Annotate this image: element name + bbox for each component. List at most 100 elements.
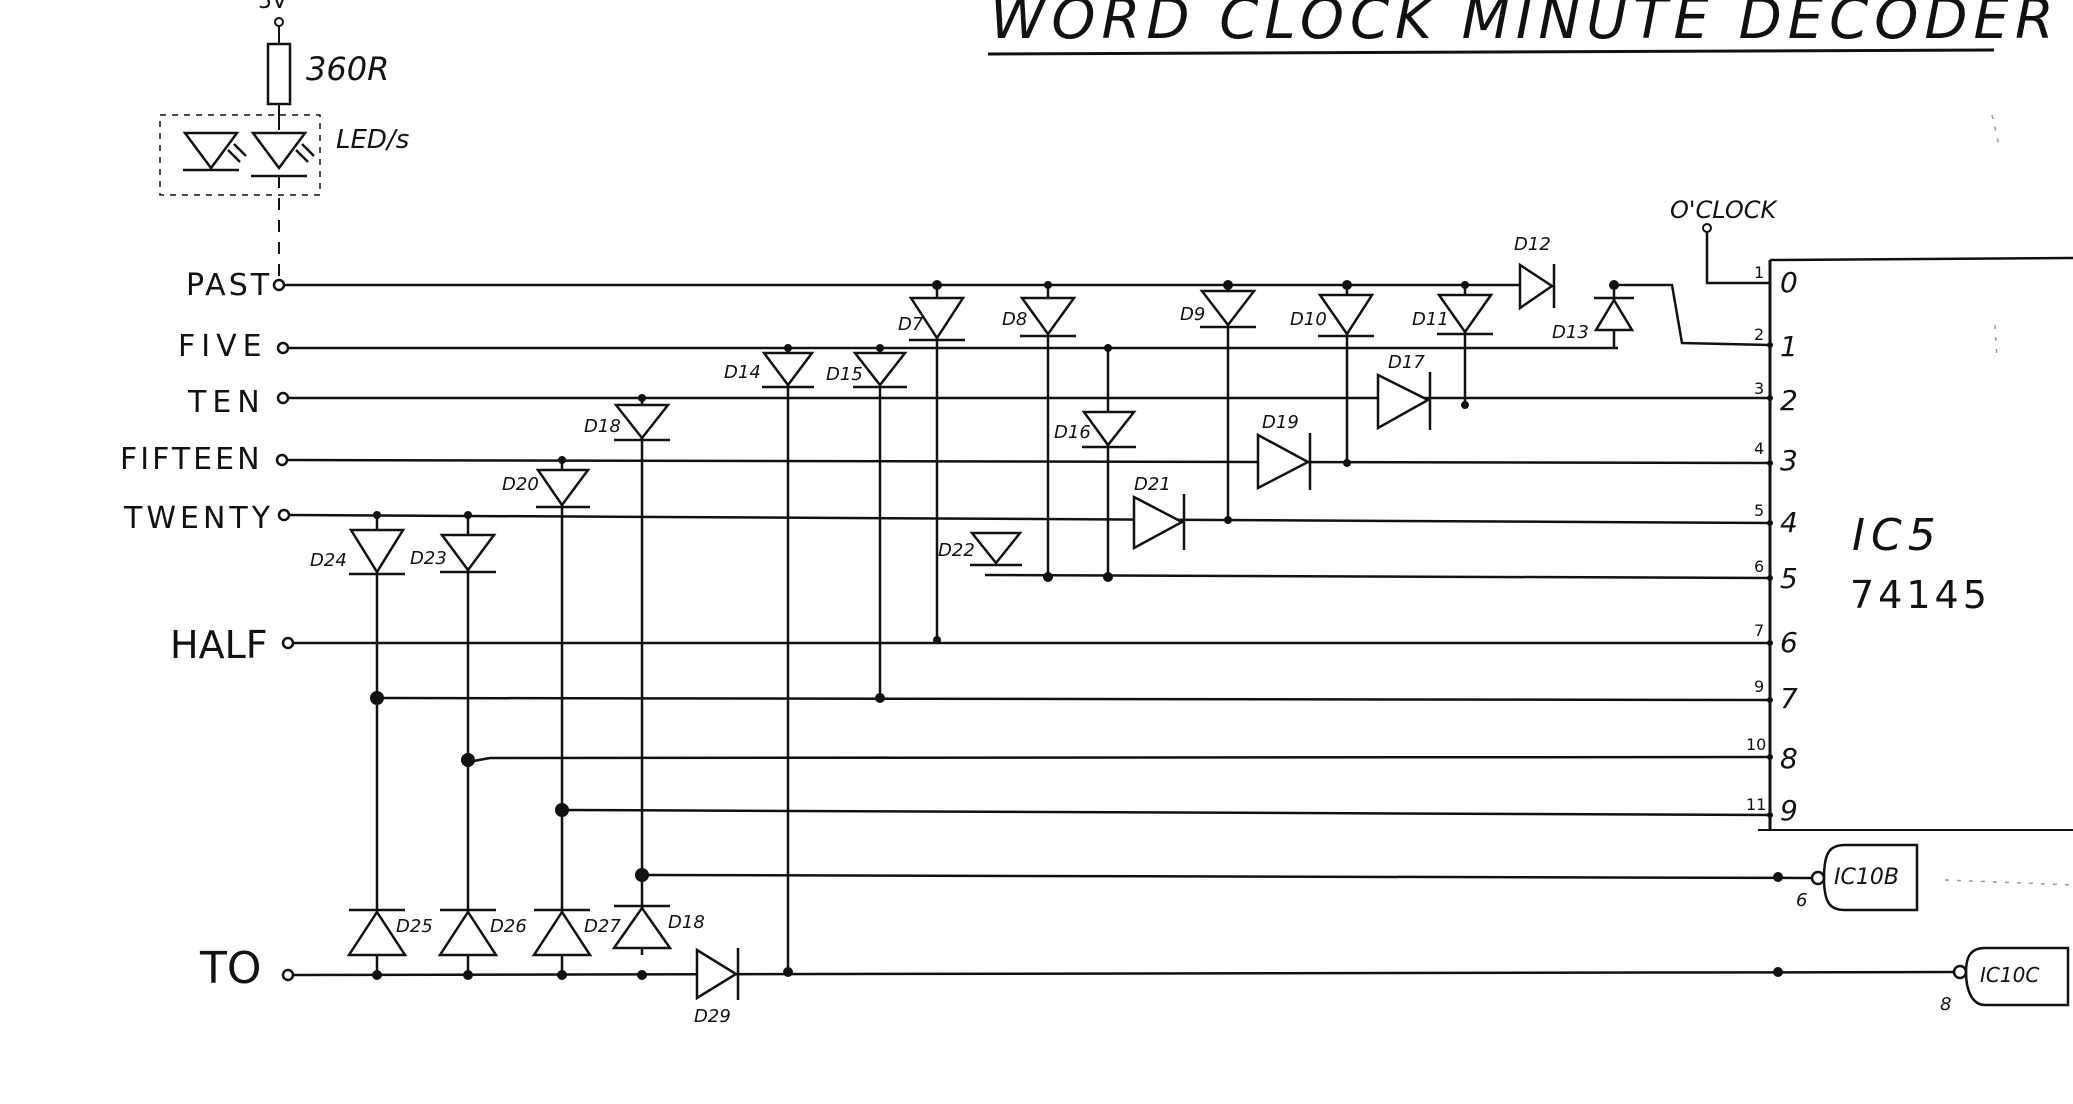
wire-fifteen: [286, 458, 1771, 465]
ic5-out-3: 3: [1780, 444, 1798, 477]
diode-d29: [695, 947, 740, 1001]
ic5-pin-num-2: 3: [1754, 379, 1764, 398]
diode-d17: [1376, 372, 1432, 431]
label-d29: D29: [694, 1006, 731, 1027]
ic5-pin-num-6: 7: [1754, 621, 1764, 640]
diode-d14: [761, 351, 815, 389]
input-label-twenty: TWENTY: [123, 501, 274, 536]
ic5-pin-num-5: 6: [1754, 557, 1764, 576]
resistor-360r: [266, 42, 292, 106]
label-d23: D23: [410, 548, 447, 569]
ic5-out-7: 7: [1780, 682, 1798, 715]
ic5-top-edge: [1769, 256, 2073, 262]
input-label-past: PAST: [186, 268, 272, 303]
diode-d18b: [611, 904, 673, 950]
resistor-label: 360R: [306, 50, 389, 88]
led-label: LED/s: [336, 125, 409, 155]
label-d18b: D18: [668, 912, 705, 933]
diode-d13: [1593, 296, 1635, 332]
input-label-to: TO: [199, 943, 262, 994]
diode-d15: [852, 351, 908, 389]
label-d27: D27: [584, 916, 621, 937]
ic5-out-8: 8: [1780, 742, 1798, 775]
label-d9: D9: [1180, 304, 1205, 325]
oclock-terminal: [1702, 223, 1712, 233]
wire-to: [292, 970, 1956, 977]
ic5-pin-num-7: 9: [1754, 677, 1764, 696]
ic5-pin-dots: [1767, 342, 1773, 818]
ic10b-gate-body: [1822, 843, 1919, 912]
wire-past-to-pin2: [1612, 283, 1771, 347]
diodes-vertical: [348, 289, 1494, 576]
ic10c-inversion-bubble: [1952, 964, 1968, 980]
vertical-wires: [375, 285, 1616, 975]
ic5-out-4: 4: [1780, 506, 1798, 539]
ic5-pin-num-0: 1: [1754, 263, 1764, 282]
input-label-ten: TEN: [187, 385, 266, 420]
diode-d25: [346, 908, 408, 957]
ic5-out-2: 2: [1780, 384, 1798, 417]
diode-d7: [908, 296, 966, 342]
input-terminals: [272, 278, 295, 982]
diode-d18a: [613, 403, 671, 442]
ic5-out-6: 6: [1780, 626, 1798, 659]
label-d18a: D18: [584, 416, 621, 437]
terminal-past: [272, 278, 286, 292]
label-d22: D22: [938, 540, 975, 561]
label-d26: D26: [490, 916, 527, 937]
wire-twenty: [288, 513, 1771, 525]
ic5-out-9: 9: [1780, 794, 1798, 827]
ic5-part: 74145: [1850, 573, 1991, 617]
wire-pin10: [467, 755, 1771, 764]
label-d21: D21: [1134, 474, 1171, 495]
supply-rail-label: 5V: [258, 0, 287, 14]
ic10b-pin: 6: [1796, 890, 1807, 911]
ic10b-name: IC10B: [1834, 865, 1899, 890]
scan-marks: [1944, 114, 2073, 886]
diodes-horizontal: [695, 262, 1556, 1001]
diode-d27: [531, 908, 593, 957]
ic5-out-1: 1: [1780, 330, 1798, 363]
ic10c-pin: 8: [1940, 994, 1951, 1015]
label-d19: D19: [1262, 412, 1299, 433]
label-d25: D25: [396, 916, 433, 937]
ic5-pin-num-8: 10: [1746, 735, 1766, 754]
ic5-output-labels: 0 1 2 3 4 5 6 7 8 9: [1780, 266, 1798, 827]
ic10b-inversion-bubble: [1810, 870, 1826, 886]
diode-d20: [535, 468, 591, 509]
input-label-five: FIVE: [178, 329, 268, 364]
terminal-five: [276, 341, 290, 355]
led-1: [182, 131, 247, 172]
ic5-name: IC5: [1852, 510, 1942, 561]
diodes-upward: [346, 296, 1635, 957]
title-underline: [987, 48, 1995, 56]
ic5-pin-numbers: 1 2 3 4 5 6 7 9 10 11: [1746, 263, 1766, 814]
label-d11: D11: [1412, 309, 1449, 330]
label-d20: D20: [502, 474, 539, 495]
terminal-fifteen: [275, 453, 289, 467]
terminal-to: [281, 968, 295, 982]
oclock-label: O'CLOCK: [1670, 196, 1779, 224]
label-d12: D12: [1514, 234, 1551, 255]
wire-ic10b: [641, 873, 1813, 880]
junction-dots: [370, 280, 1783, 980]
diode-d9: [1199, 289, 1257, 329]
diode-d21: [1132, 494, 1186, 551]
led-2: [250, 131, 315, 178]
supply-terminal: [274, 17, 284, 27]
label-d8: D8: [1002, 309, 1027, 330]
label-d15: D15: [826, 364, 863, 385]
label-d17: D17: [1388, 352, 1425, 373]
horizontal-wires: [284, 283, 1956, 977]
diode-d22: [969, 531, 1023, 567]
ic10c-gate-body: [1964, 946, 2070, 1007]
diode-d10: [1317, 293, 1375, 338]
ic5-pin-num-9: 11: [1746, 795, 1766, 814]
diode-d8: [1019, 296, 1077, 338]
label-d16: D16: [1054, 422, 1091, 443]
label-d14: D14: [724, 362, 761, 383]
diode-d24: [348, 528, 406, 576]
label-d10: D10: [1290, 309, 1327, 330]
diode-d12: [1518, 262, 1556, 311]
